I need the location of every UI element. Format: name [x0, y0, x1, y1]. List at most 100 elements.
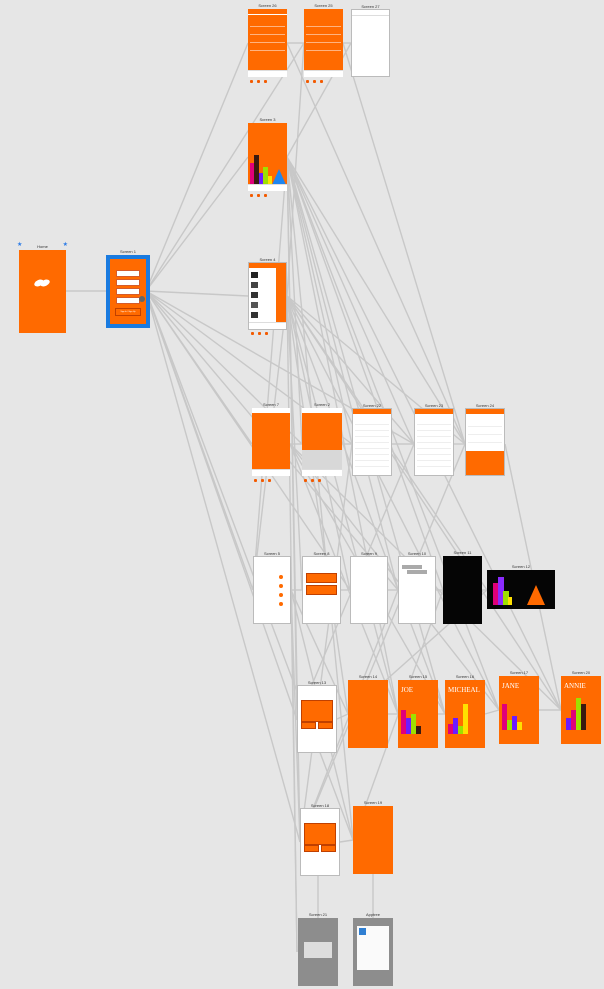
screen-1[interactable]: Screen 1 Sign In / Sign Up — [110, 249, 146, 324]
screen-label: Screen 19 — [363, 800, 383, 805]
screen-10[interactable]: Screen 10 — [398, 551, 436, 624]
screen-label: Screen 9 — [360, 551, 377, 556]
sign-in-button[interactable]: Sign In / Sign Up — [115, 308, 141, 316]
screen-3[interactable]: Screen 3 — [248, 117, 287, 197]
screen-apptree[interactable]: Apptree — [353, 912, 393, 986]
screen-26[interactable]: Screen 26 — [248, 3, 287, 83]
screen-label: Screen 11 — [453, 550, 472, 555]
connection-line — [145, 42, 249, 292]
screen-16[interactable]: Screen 16 MICHEAL — [445, 674, 485, 748]
screen-label: Screen 23 — [424, 403, 444, 408]
screen-24[interactable]: Screen 24 — [465, 403, 505, 476]
screen-label: Screen 24 — [475, 403, 495, 408]
screen-label: Screen 12 — [511, 564, 531, 569]
confirm-password-field[interactable] — [116, 288, 140, 295]
screen-label: Screen 8 — [313, 551, 330, 556]
connection-line — [286, 156, 354, 841]
screen-5[interactable]: Screen 5 — [253, 551, 291, 624]
name-jane: JANE — [502, 682, 520, 690]
screen-17[interactable]: Screen 17 JANE — [499, 670, 539, 744]
screen-label: Screen 22 — [362, 403, 382, 408]
home-title: Home — [37, 244, 48, 249]
connection-line — [286, 295, 303, 591]
screen-2[interactable]: Screen 2 — [302, 402, 342, 482]
connection-line — [286, 156, 466, 445]
tab-bar[interactable] — [302, 469, 342, 482]
screen-27[interactable]: Screen 27 — [351, 4, 390, 77]
password-field[interactable] — [116, 279, 140, 286]
tab-bar[interactable] — [252, 469, 290, 482]
screen-label: Screen 18 — [310, 803, 330, 808]
screen-9[interactable]: Screen 9 — [350, 551, 388, 624]
screen-label: Apptree — [365, 912, 380, 917]
screen-label: Screen 14 — [358, 674, 378, 679]
email-field[interactable] — [116, 297, 140, 304]
connection-line — [299, 443, 466, 843]
connection-line — [286, 295, 446, 715]
screen-label: Screen 15 — [408, 674, 428, 679]
connection-line — [286, 42, 466, 445]
screen-label: Screen 25 — [314, 3, 333, 8]
connection-line — [286, 156, 444, 591]
connection-line — [145, 290, 351, 591]
connection-line — [286, 295, 349, 715]
screen-label: Screen 17 — [509, 670, 529, 675]
connection-line — [286, 156, 353, 445]
screen-22[interactable]: Screen 22 — [352, 403, 392, 476]
screen-label: Screen 10 — [407, 551, 427, 556]
tab-bar[interactable] — [304, 70, 343, 83]
screen-15[interactable]: Screen 15 JOE — [398, 674, 438, 748]
screen-25[interactable]: Screen 25 — [304, 3, 343, 83]
connection-line — [286, 42, 305, 297]
screen-11[interactable]: Screen 11 — [443, 550, 482, 624]
screen-label: Screen 26 — [258, 3, 277, 8]
connection-line — [145, 290, 298, 721]
screen-23[interactable]: Screen 23 — [414, 403, 454, 476]
connection-line — [289, 443, 500, 711]
username-field[interactable] — [116, 270, 140, 277]
screen-8[interactable]: Screen 8 — [302, 551, 341, 624]
connection-line — [286, 295, 298, 953]
screen-label: Screen 2 — [313, 402, 330, 407]
screen-label: Screen 4 — [259, 257, 276, 262]
screen-4[interactable]: Screen 4 — [248, 257, 287, 335]
screen-14[interactable]: Screen 14 — [348, 674, 388, 748]
connection-line — [286, 295, 399, 715]
screen-12[interactable]: Screen 12 — [487, 564, 555, 609]
screen-7[interactable]: Screen 7 — [252, 402, 290, 482]
connection-line — [484, 709, 500, 715]
name-micheal: MICHEAL — [448, 686, 480, 694]
connection-line — [145, 290, 301, 843]
screen-label: Screen 16 — [455, 674, 475, 679]
screen-20[interactable]: Screen 20 ANNIE — [561, 670, 601, 744]
screen-21[interactable]: Screen 21 — [298, 912, 338, 986]
avatar-icon — [139, 296, 145, 302]
screen-18[interactable]: Screen 18 — [300, 803, 340, 876]
connection-line — [286, 156, 303, 445]
screen-label: Screen 7 — [262, 402, 279, 407]
connection-line — [145, 42, 305, 292]
screen-label: Screen 5 — [263, 551, 280, 556]
connection-line — [145, 290, 249, 297]
screen-label: Screen 27 — [361, 4, 380, 9]
app-logo-icon — [34, 279, 50, 287]
name-annie: ANNIE — [564, 682, 586, 690]
star-icon: ★ — [17, 242, 23, 248]
connection-line — [286, 295, 562, 711]
connection-line — [286, 156, 399, 591]
screen-13[interactable]: Screen 13 — [297, 680, 337, 753]
screen-label: Screen 20 — [571, 670, 591, 675]
tab-bar[interactable] — [248, 184, 287, 197]
name-joe: JOE — [401, 686, 414, 694]
connection-line — [289, 443, 399, 715]
tab-bar[interactable] — [248, 70, 287, 83]
screen-19[interactable]: Screen 19 — [353, 800, 393, 874]
selected-screen-frame — [106, 255, 150, 328]
connection-line — [286, 156, 415, 445]
connection-line — [145, 156, 249, 292]
connection-line — [252, 156, 288, 591]
tab-bar[interactable] — [249, 322, 286, 335]
connection-line — [286, 295, 500, 711]
home-screen[interactable]: Home ★ ★ — [17, 242, 68, 333]
connection-line — [342, 42, 466, 445]
